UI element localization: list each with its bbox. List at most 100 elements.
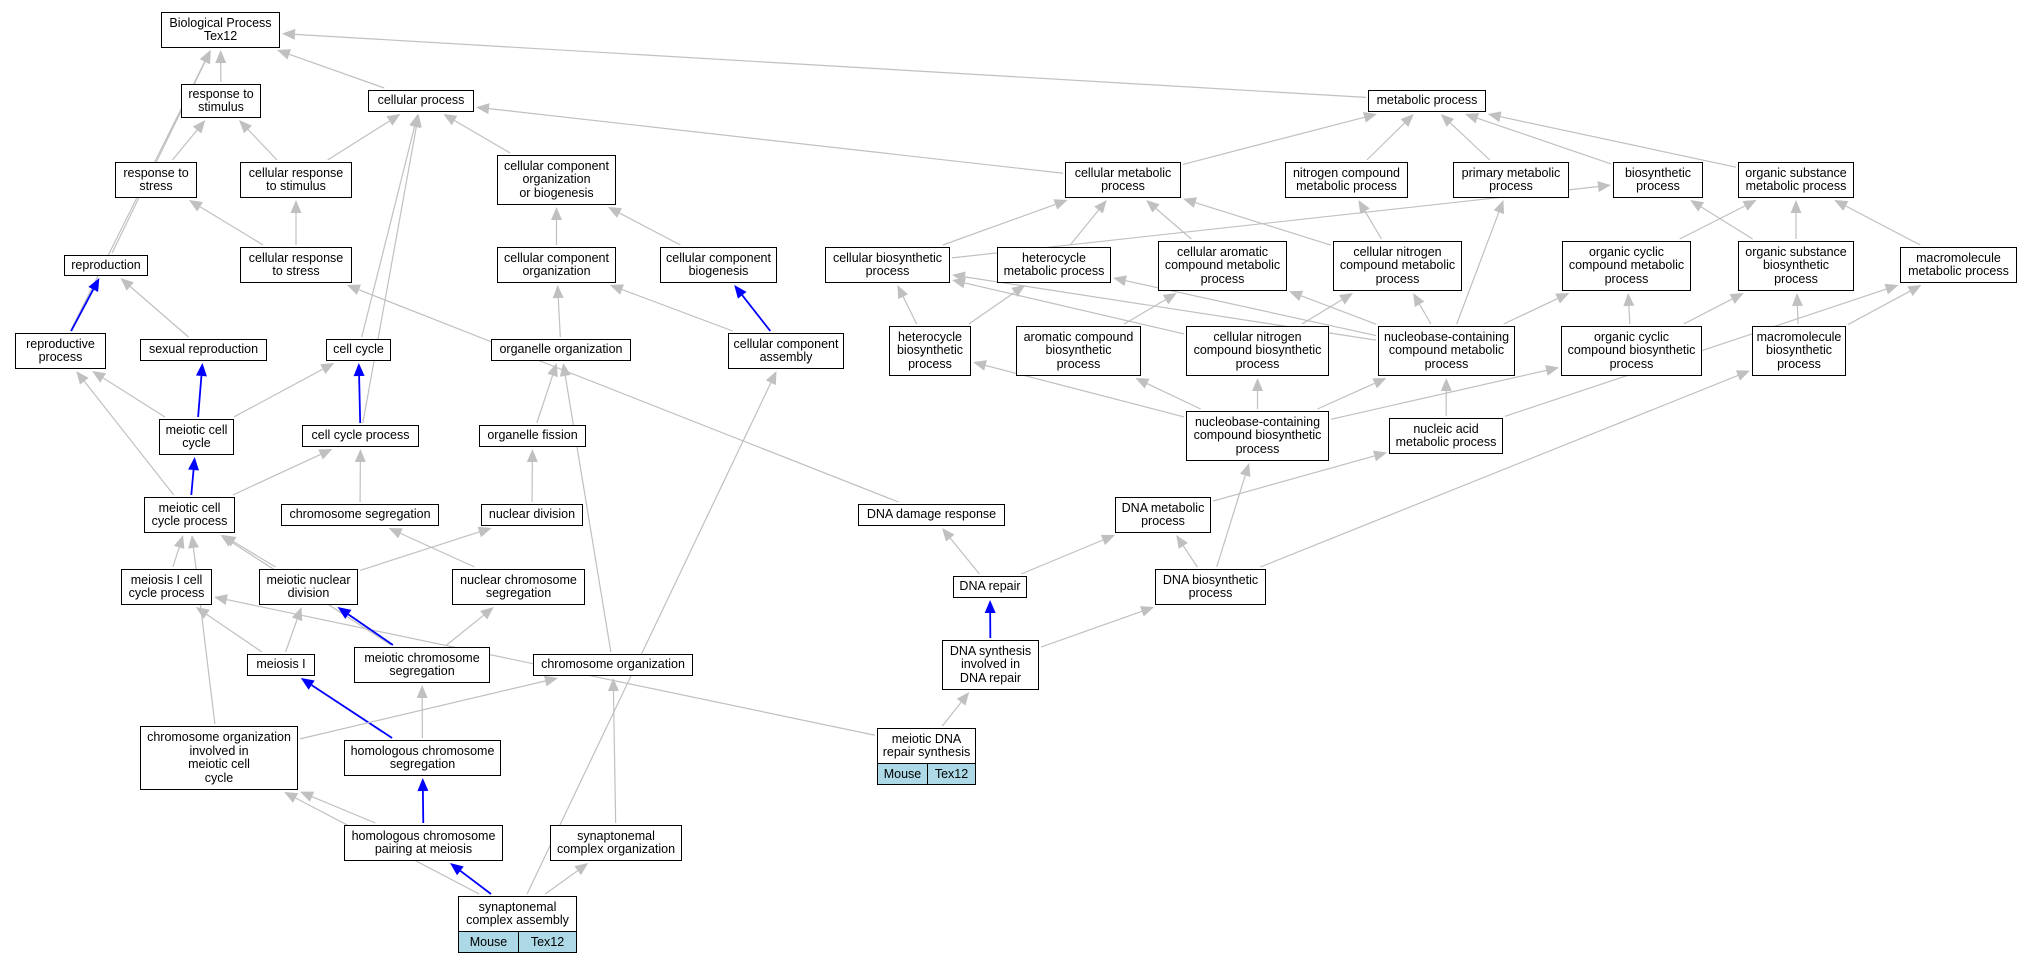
edge-mbp-to-mmp [1847, 285, 1922, 326]
go-term-dbp[interactable]: DNA biosynthetic process [1155, 569, 1266, 605]
go-term-mcc[interactable]: meiotic cell cycle [159, 419, 234, 455]
edge-hcs-to-m1 [300, 678, 393, 739]
go-term-nbcbp[interactable]: nucleobase-containing compound biosynthe… [1186, 411, 1329, 461]
go-term-co[interactable]: chromosome organization [533, 654, 693, 676]
edge-crts-to-cp [327, 114, 401, 161]
edge-acbp-to-cacmp [1123, 293, 1177, 325]
go-term-ncs[interactable]: nuclear chromosome segregation [452, 569, 585, 605]
edge-m1ccp-to-mccp [172, 535, 185, 568]
go-term-m1ccp[interactable]: meiosis I cell cycle process [121, 569, 212, 605]
go-term-occmp[interactable]: organic cyclic compound metabolic proces… [1562, 241, 1691, 291]
go-term-crts[interactable]: cellular response to stimulus [240, 162, 352, 198]
edge-sca-to-hcpm [449, 863, 492, 895]
edge-rtstress-to-rts [171, 120, 206, 161]
go-term-dsidr[interactable]: DNA synthesis involved in DNA repair [942, 640, 1039, 690]
edge-mbp-to-osbp [1791, 293, 1803, 325]
edge-osbp-to-osmp [1790, 200, 1802, 239]
go-term-hcs[interactable]: homologous chromosome segregation [344, 740, 501, 776]
edge-hcs-to-mcs [416, 685, 428, 739]
go-term-coimcc[interactable]: chromosome organization involved in meio… [140, 726, 298, 790]
go-term-osbp[interactable]: organic substance biosynthetic process [1738, 241, 1854, 291]
go-term-rtstress[interactable]: response to stress [115, 162, 197, 198]
go-term-bsp[interactable]: biosynthetic process [1613, 162, 1703, 198]
annotation-species-sca: Mouse [458, 931, 519, 953]
go-term-pmp[interactable]: primary metabolic process [1453, 162, 1569, 198]
edge-mccp-to-ccp [232, 449, 333, 496]
go-term-namp[interactable]: nucleic acid metabolic process [1389, 418, 1503, 454]
edge-occmp-to-osmp [1679, 200, 1757, 240]
go-term-acbp[interactable]: aromatic compound biosynthetic process [1016, 326, 1141, 376]
go-term-of[interactable]: organelle fission [479, 425, 586, 447]
go-term-cmp[interactable]: cellular metabolic process [1065, 162, 1181, 198]
go-term-sca[interactable]: synaptonemal complex assembly [458, 896, 577, 932]
edge-ccp-to-cp [362, 114, 422, 424]
edge-cca-to-ccb [734, 285, 772, 332]
go-term-cacmp[interactable]: cellular aromatic compound metabolic pro… [1158, 241, 1287, 291]
edge-nbcbp-to-cncbp [1252, 378, 1263, 409]
edge-mccp-to-rp [76, 371, 175, 496]
edge-sco-to-co [607, 678, 619, 824]
edge-sca-to-sco [544, 863, 589, 895]
go-term-hmp[interactable]: heterocycle metabolic process [997, 247, 1111, 283]
go-term-ncmp[interactable]: nitrogen compound metabolic process [1285, 162, 1408, 198]
edge-cbp-to-bsp [951, 181, 1611, 259]
go-term-mnd[interactable]: meiotic nuclear division [259, 569, 358, 605]
go-term-nd[interactable]: nuclear division [481, 504, 583, 526]
go-term-sr[interactable]: sexual reproduction [140, 339, 267, 361]
edge-rp-to-repro [70, 278, 100, 332]
edge-cncmp-to-ncmp [1358, 200, 1383, 240]
go-term-rts[interactable]: response to stimulus [181, 84, 261, 118]
edge-m1-to-m1ccp [195, 607, 263, 653]
go-term-rp[interactable]: reproductive process [15, 333, 106, 369]
go-term-mbp[interactable]: macromolecule biosynthetic process [1752, 326, 1846, 376]
edge-cco-to-ccob [551, 207, 562, 245]
edge-namp-to-nbcmp [1440, 378, 1452, 417]
edge-nbcmp-to-cncmp [1413, 293, 1432, 325]
edge-hbp-to-cbp [897, 285, 918, 325]
edge-coimcc-to-mccp [188, 535, 216, 725]
go-term-mmp[interactable]: macromolecule metabolic process [1900, 247, 2017, 283]
go-term-osmp[interactable]: organic substance metabolic process [1738, 162, 1854, 198]
go-term-ccp[interactable]: cell cycle process [302, 425, 419, 447]
go-term-oo[interactable]: organelle organization [491, 339, 631, 361]
edge-nbcbp-to-acbp [1135, 378, 1201, 410]
go-term-cca[interactable]: cellular component assembly [728, 333, 844, 369]
go-term-hbp[interactable]: heterocycle biosynthetic process [889, 326, 971, 376]
go-term-cncmp[interactable]: cellular nitrogen compound metabolic pro… [1333, 241, 1462, 291]
go-term-dr[interactable]: DNA repair [953, 576, 1027, 598]
go-term-bp[interactable]: Biological Process Tex12 [161, 12, 280, 48]
go-term-m1[interactable]: meiosis I [247, 654, 315, 676]
go-term-nbcmp[interactable]: nucleobase-containing compound metabolic… [1378, 326, 1515, 376]
go-term-mccp[interactable]: meiotic cell cycle process [144, 497, 235, 533]
go-term-mp[interactable]: metabolic process [1368, 90, 1486, 112]
edge-mcs-to-ncs [446, 607, 494, 646]
go-term-cs[interactable]: chromosome segregation [281, 504, 439, 526]
edge-nbcmp-to-pmp [1456, 200, 1505, 325]
go-term-cncbp[interactable]: cellular nitrogen compound biosynthetic … [1186, 326, 1329, 376]
edge-crtstress-to-crts [290, 200, 302, 245]
go-term-cc[interactable]: cell cycle [326, 339, 391, 361]
go-term-ccob[interactable]: cellular component organization or bioge… [497, 155, 616, 205]
go-term-cco[interactable]: cellular component organization [497, 247, 616, 283]
go-term-hcpm[interactable]: homologous chromosome pairing at meiosis [344, 825, 503, 861]
edge-osmp-to-mp [1487, 111, 1737, 168]
go-term-mdrs[interactable]: meiotic DNA repair synthesis [877, 728, 976, 764]
go-term-repro[interactable]: reproduction [64, 255, 148, 276]
go-term-occbp[interactable]: organic cyclic compound biosynthetic pro… [1561, 326, 1702, 376]
edge-cs-to-ccp [354, 449, 366, 503]
go-term-cbp[interactable]: cellular biosynthetic process [825, 247, 950, 283]
edge-crtstress-to-rtstress [188, 200, 264, 246]
edge-crts-to-rts [239, 120, 278, 161]
annotation-species-mdrs: Mouse [877, 763, 928, 785]
go-term-crtstress[interactable]: cellular response to stress [240, 247, 352, 283]
edge-cc-to-cp [361, 114, 420, 338]
edge-nd-to-of [526, 449, 538, 503]
edge-hcpm-to-hcs [417, 778, 429, 824]
go-term-ddr[interactable]: DNA damage response [858, 504, 1005, 526]
go-term-mcs[interactable]: meiotic chromosome segregation [354, 647, 490, 683]
go-term-sco[interactable]: synaptonemal complex organization [550, 825, 682, 861]
go-term-ccb[interactable]: cellular component biogenesis [660, 247, 777, 283]
go-term-cp[interactable]: cellular process [368, 90, 474, 112]
go-term-dmp[interactable]: DNA metabolic process [1115, 497, 1211, 533]
